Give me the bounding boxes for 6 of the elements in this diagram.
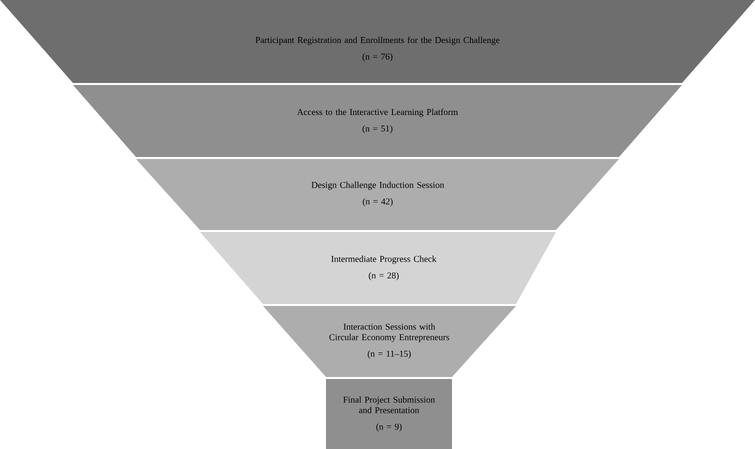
funnel-band: Interaction Sessions with Circular Economy Entrepreneurs (n = 11–15) [263, 306, 516, 377]
funnel-band: Participant Registration and Enrollments for the Design Challenge (n = 76) [0, 0, 755, 83]
funnel-band: Access to the Interactive Learning Platform (n = 51) [73, 85, 682, 157]
funnel-band: Design Challenge Induction Session (n = 42) [136, 159, 619, 230]
funnel-band: Intermediate Progress Check (n = 28) [200, 232, 556, 304]
funnel-band: Final Project Submission and Presentation (n = 9) [326, 379, 452, 449]
